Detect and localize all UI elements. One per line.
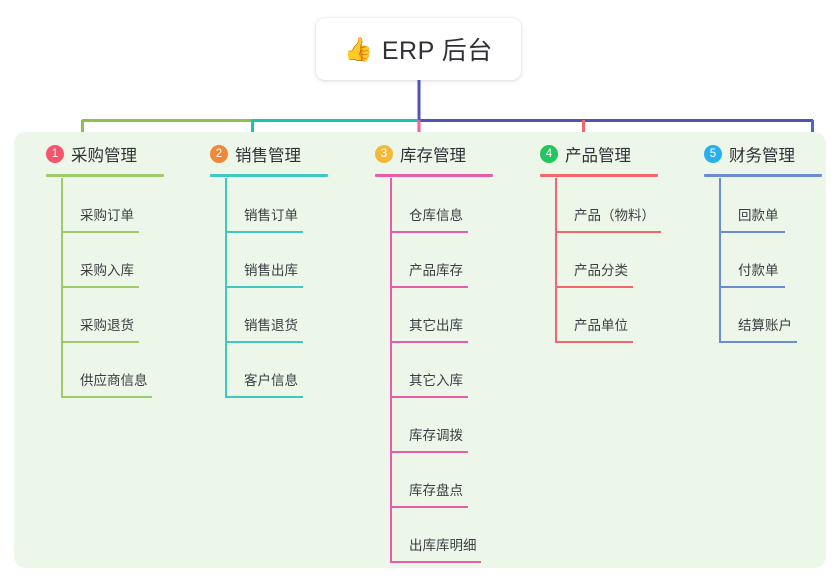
- item-connector-underline: [61, 396, 152, 398]
- item-connector-spine: [225, 178, 227, 233]
- module-item-label: 仓库信息: [409, 208, 463, 223]
- module-item-label: 回款单: [738, 208, 779, 223]
- item-connector-spine: [555, 233, 557, 288]
- item-connector-underline: [390, 506, 468, 508]
- module-title-rule: [210, 174, 328, 177]
- item-connector-spine: [390, 398, 392, 453]
- module-item-label: 出库库明细: [409, 538, 477, 553]
- item-connector-underline: [61, 286, 139, 288]
- module-item-label: 客户信息: [244, 373, 298, 388]
- item-connector-underline: [61, 231, 139, 233]
- item-connector-spine: [225, 343, 227, 398]
- module-item-label: 产品单位: [574, 318, 628, 333]
- item-connector-spine: [61, 178, 63, 233]
- item-connector-spine: [225, 288, 227, 343]
- item-connector-spine: [390, 343, 392, 398]
- item-connector-underline: [719, 286, 785, 288]
- module-item-label: 产品（物料）: [574, 208, 655, 223]
- module-index-badge: 1: [46, 145, 64, 163]
- module-title-rule: [375, 174, 493, 177]
- module-index-badge: 4: [540, 145, 558, 163]
- item-connector-spine: [61, 343, 63, 398]
- item-connector-spine: [390, 178, 392, 233]
- root-title: ERP 后台: [381, 37, 493, 65]
- item-connector-spine: [61, 288, 63, 343]
- item-connector-spine: [719, 233, 721, 288]
- module-header-5[interactable]: 5 财务管理: [704, 142, 795, 166]
- modules-panel: 1 采购管理采购订单采购入库采购退货供应商信息 2 销售管理销售订单销售出库销售退货客…: [14, 132, 826, 568]
- item-connector-underline: [390, 396, 468, 398]
- module-index-badge: 5: [704, 145, 722, 163]
- module-title: 库存管理: [400, 147, 466, 165]
- module-item-label: 采购订单: [80, 208, 134, 223]
- module-item-label: 销售订单: [244, 208, 298, 223]
- item-connector-spine: [390, 453, 392, 508]
- item-connector-underline: [719, 341, 797, 343]
- module-item-label: 付款单: [738, 263, 779, 278]
- item-connector-underline: [719, 231, 785, 233]
- item-connector-spine: [555, 178, 557, 233]
- module-item-label: 采购退货: [80, 318, 134, 333]
- item-connector-underline: [225, 396, 303, 398]
- module-index-badge: 2: [210, 145, 228, 163]
- item-connector-underline: [225, 231, 303, 233]
- module-item-label: 库存盘点: [409, 483, 463, 498]
- module-title: 销售管理: [235, 147, 301, 165]
- item-connector-underline: [61, 341, 139, 343]
- module-header-2[interactable]: 2 销售管理: [210, 142, 301, 166]
- item-connector-spine: [555, 288, 557, 343]
- item-connector-spine: [390, 508, 392, 563]
- item-connector-spine: [390, 233, 392, 288]
- item-connector-underline: [390, 561, 481, 563]
- module-item-label: 库存调拨: [409, 428, 463, 443]
- thumbs-up-icon: 👍: [344, 35, 373, 62]
- module-item-label: 其它入库: [409, 373, 463, 388]
- item-connector-underline: [555, 231, 661, 233]
- module-title: 财务管理: [729, 147, 795, 165]
- item-connector-underline: [390, 451, 468, 453]
- item-connector-spine: [719, 288, 721, 343]
- module-header-1[interactable]: 1 采购管理: [46, 142, 137, 166]
- module-title-rule: [540, 174, 658, 177]
- item-connector-spine: [390, 288, 392, 343]
- module-item-label: 销售退货: [244, 318, 298, 333]
- item-connector-spine: [225, 233, 227, 288]
- item-connector-spine: [719, 178, 721, 233]
- root-node[interactable]: 👍 ERP 后台: [316, 18, 521, 80]
- module-item-label: 结算账户: [738, 318, 792, 333]
- module-title: 采购管理: [71, 147, 137, 165]
- module-item-label: 其它出库: [409, 318, 463, 333]
- item-connector-underline: [555, 341, 633, 343]
- module-item-label: 供应商信息: [80, 373, 148, 388]
- item-connector-underline: [225, 341, 303, 343]
- module-title-rule: [704, 174, 822, 177]
- module-item-label: 产品库存: [409, 263, 463, 278]
- module-title: 产品管理: [565, 147, 631, 165]
- item-connector-underline: [390, 286, 468, 288]
- item-connector-underline: [225, 286, 303, 288]
- module-item-label: 销售出库: [244, 263, 298, 278]
- module-item-label: 采购入库: [80, 263, 134, 278]
- item-connector-underline: [390, 341, 468, 343]
- module-item-label: 产品分类: [574, 263, 628, 278]
- item-connector-spine: [61, 233, 63, 288]
- module-header-3[interactable]: 3 库存管理: [375, 142, 466, 166]
- item-connector-underline: [555, 286, 633, 288]
- module-title-rule: [46, 174, 164, 177]
- module-index-badge: 3: [375, 145, 393, 163]
- item-connector-underline: [390, 231, 468, 233]
- module-header-4[interactable]: 4 产品管理: [540, 142, 631, 166]
